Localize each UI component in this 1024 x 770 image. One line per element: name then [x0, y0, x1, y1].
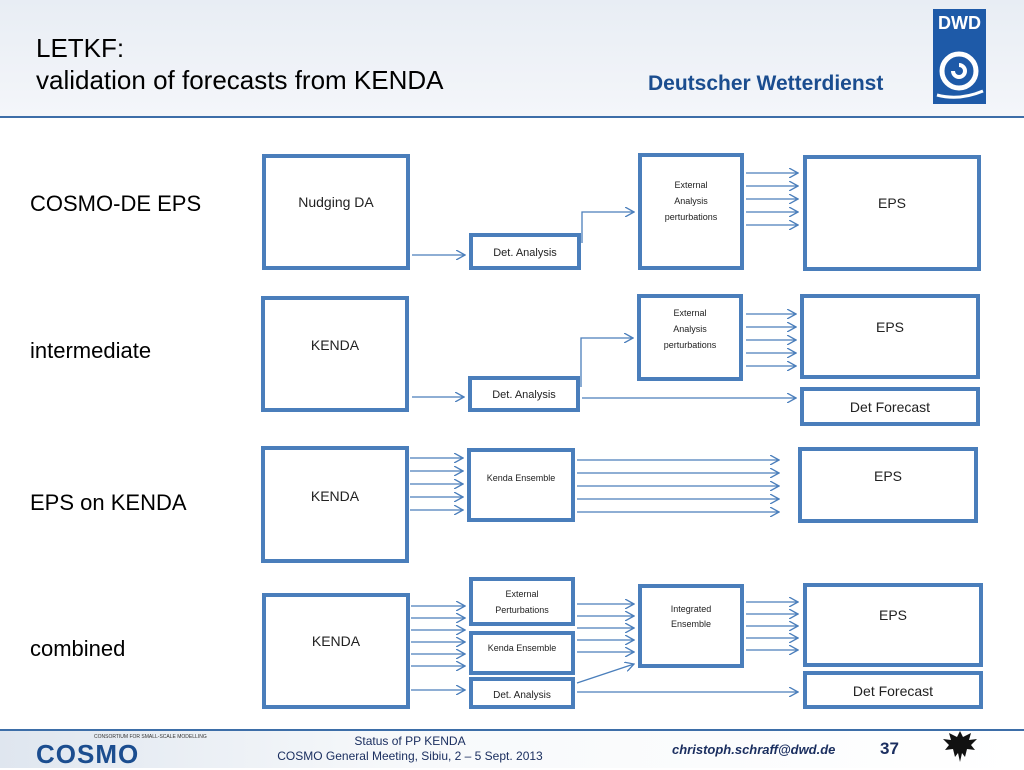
- row2-det-forecast-box: [800, 387, 980, 426]
- row2-perturbations-label-1: External: [673, 308, 706, 318]
- row1-eps-box: [803, 155, 981, 271]
- row4-external-perturbations-label-2: Perturbations: [495, 605, 549, 615]
- footer-divider: [0, 729, 1024, 731]
- row2-perturbations-label-2: Analysis: [673, 324, 707, 334]
- row1-arrow-to-perturbations: [581, 212, 634, 243]
- row1-perturbations-box: [638, 153, 744, 270]
- row1-perturbations-label-2: Analysis: [674, 196, 708, 206]
- row1-eps-label: EPS: [878, 195, 906, 211]
- row1-perturbations-label-3: perturbations: [665, 212, 718, 222]
- row2-eps-box: [800, 294, 980, 379]
- dwd-logo-text: DWD: [938, 13, 981, 33]
- row3-kenda-ensemble-box: [467, 448, 575, 522]
- row4-kenda-label: KENDA: [312, 633, 361, 649]
- row3-kenda-ensemble-label: Kenda Ensemble: [487, 473, 556, 483]
- row1-det-analysis-label: Det. Analysis: [493, 247, 557, 259]
- cosmo-logo: CONSORTIUM FOR SMALL-SCALE MODELLING COS…: [36, 734, 207, 769]
- row1-perturbations-label-1: External: [674, 180, 707, 190]
- row2-eps-label: EPS: [876, 319, 904, 335]
- row1-nudging-da-box: [262, 154, 410, 270]
- row4-external-perturbations-label-1: External: [505, 589, 538, 599]
- footer-info: Status of PP KENDA COSMO General Meeting…: [200, 734, 620, 764]
- title-line-2: validation of forecasts from KENDA: [36, 65, 444, 95]
- row4-det-forecast-label: Det Forecast: [853, 683, 933, 699]
- row4-kenda-box: [262, 593, 410, 709]
- footer-email: christoph.schraff@dwd.de: [672, 742, 836, 757]
- row2-kenda-label: KENDA: [311, 337, 360, 353]
- row4-det-analysis-box: [469, 677, 575, 709]
- header-divider: [0, 116, 1024, 118]
- slide-title: LETKF: validation of forecasts from KEND…: [36, 32, 444, 96]
- dwd-logo: DWD: [933, 9, 986, 104]
- row2-arrow-to-perturbations: [580, 338, 633, 387]
- footer-status: Status of PP KENDA: [354, 734, 466, 748]
- row-label-eps-on-kenda: EPS on KENDA: [30, 490, 187, 515]
- page-number: 37: [880, 739, 899, 758]
- footer-background: [0, 731, 1024, 768]
- row4-arrow-analysis-to-integrated: [576, 664, 634, 684]
- footer-meeting: COSMO General Meeting, Sibiu, 2 – 5 Sept…: [277, 749, 543, 763]
- slide-header: [0, 0, 1024, 116]
- dwd-swirl-icon: [936, 51, 984, 99]
- row1-det-analysis-box: [469, 233, 581, 270]
- cosmo-logo-word: COSMO: [36, 739, 140, 769]
- federal-eagle-icon: [943, 731, 977, 762]
- cosmo-logo-tagline: CONSORTIUM FOR SMALL-SCALE MODELLING: [94, 734, 207, 740]
- row2-det-analysis-box: [468, 376, 580, 412]
- row2-det-forecast-label: Det Forecast: [850, 399, 930, 415]
- row4-det-forecast-box: [803, 671, 983, 709]
- row4-eps-label: EPS: [879, 607, 907, 623]
- row4-det-analysis-label: Det. Analysis: [493, 690, 551, 701]
- row2-perturbations-box: [637, 294, 743, 381]
- row4-kenda-ensemble-box: [469, 631, 575, 675]
- title-line-1: LETKF:: [36, 33, 125, 63]
- row2-kenda-box: [261, 296, 409, 412]
- row3-kenda-label: KENDA: [311, 488, 360, 504]
- row4-integrated-ensemble-box: [638, 584, 744, 668]
- row-label-cosmo-de-eps: COSMO-DE EPS: [30, 191, 202, 216]
- row3-kenda-box: [261, 446, 409, 563]
- row4-external-perturbations-box: [469, 577, 575, 626]
- row2-perturbations-label-3: perturbations: [664, 340, 717, 350]
- row1-nudging-da-label: Nudging DA: [298, 194, 374, 210]
- row4-integrated-ensemble-label-2: Ensemble: [671, 619, 711, 629]
- row3-eps-label: EPS: [874, 468, 902, 484]
- row-label-combined: combined: [30, 636, 126, 661]
- row4-integrated-ensemble-label-1: Integrated: [671, 604, 712, 614]
- row4-eps-box: [803, 583, 983, 667]
- row4-kenda-ensemble-label: Kenda Ensemble: [488, 643, 557, 653]
- row-label-intermediate: intermediate: [30, 338, 152, 363]
- row2-det-analysis-label: Det. Analysis: [492, 389, 556, 401]
- organization-name: Deutscher Wetterdienst: [648, 72, 884, 95]
- row3-eps-box: [798, 447, 978, 523]
